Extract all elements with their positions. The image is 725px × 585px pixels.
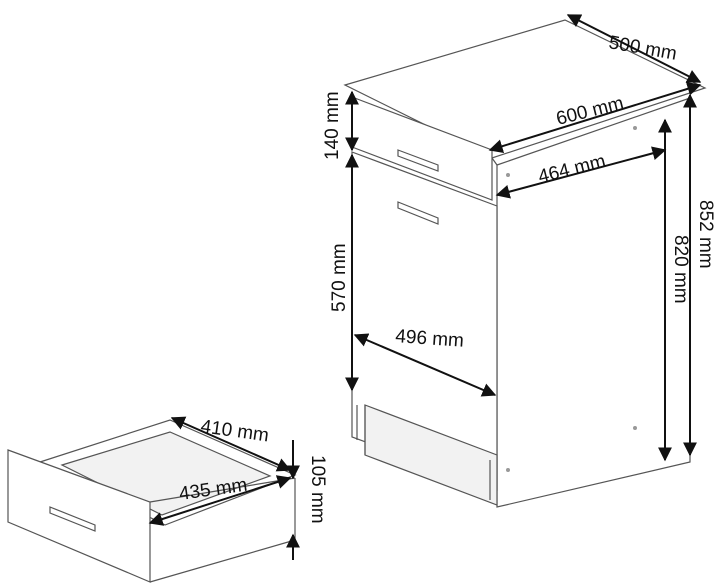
drawer-box-handle-icon: [49, 506, 96, 532]
total-height-label: 852 mm: [695, 200, 716, 269]
body-height-label: 820 mm: [670, 235, 691, 304]
door-handle-icon: [397, 201, 439, 225]
door-width-label: 496 mm: [395, 326, 465, 352]
dimension-lines: [148, 14, 702, 560]
drawer-handle-icon: [397, 149, 439, 172]
cabinet: [343, 19, 707, 508]
drawer-height-label: 140 mm: [322, 91, 343, 160]
door-height-label: 570 mm: [329, 243, 350, 312]
drawer-height-label-box: 105 mm: [307, 455, 328, 524]
